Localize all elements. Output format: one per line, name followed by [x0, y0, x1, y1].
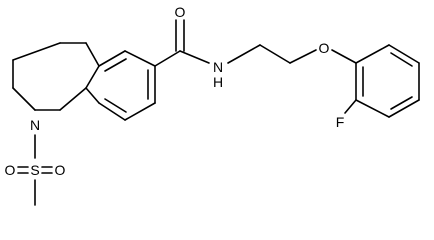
ring-nitrogen-label: N — [30, 117, 40, 133]
bond — [390, 52, 413, 67]
bonds — [12, 19, 420, 206]
bond — [388, 99, 420, 118]
chemical-structure-diagram: O N H O F N S O O — [5, 4, 420, 206]
bond — [59, 87, 87, 111]
bond — [179, 50, 210, 64]
bond — [154, 50, 181, 67]
bond — [104, 58, 127, 72]
sulfonyl-oxygen-left-label: O — [5, 162, 16, 178]
bond — [227, 44, 261, 64]
amide-nitrogen-label: N — [213, 59, 223, 75]
bond — [388, 44, 420, 64]
bond — [344, 99, 357, 114]
bond — [104, 98, 127, 113]
bond — [390, 96, 413, 110]
bond — [331, 49, 357, 64]
fluorine-label: F — [336, 114, 345, 130]
bond — [124, 50, 156, 67]
bond — [85, 65, 100, 89]
sulfonyl-oxygen-right-label: O — [55, 162, 66, 178]
bond — [289, 49, 317, 64]
bond — [259, 44, 291, 64]
atom-labels: O N H O F N S O O — [5, 4, 345, 178]
bond — [124, 102, 156, 121]
bond — [85, 87, 100, 104]
bond — [355, 99, 390, 118]
carbonyl-oxygen-label: O — [175, 4, 186, 20]
ether-oxygen-label: O — [319, 40, 330, 56]
amide-hydrogen-label: H — [213, 74, 223, 90]
bond — [12, 87, 36, 111]
bond — [98, 102, 126, 121]
bond — [85, 42, 100, 67]
bond — [98, 50, 126, 67]
bond — [355, 44, 390, 64]
sulfur-label: S — [30, 162, 39, 178]
bond — [12, 42, 61, 61]
